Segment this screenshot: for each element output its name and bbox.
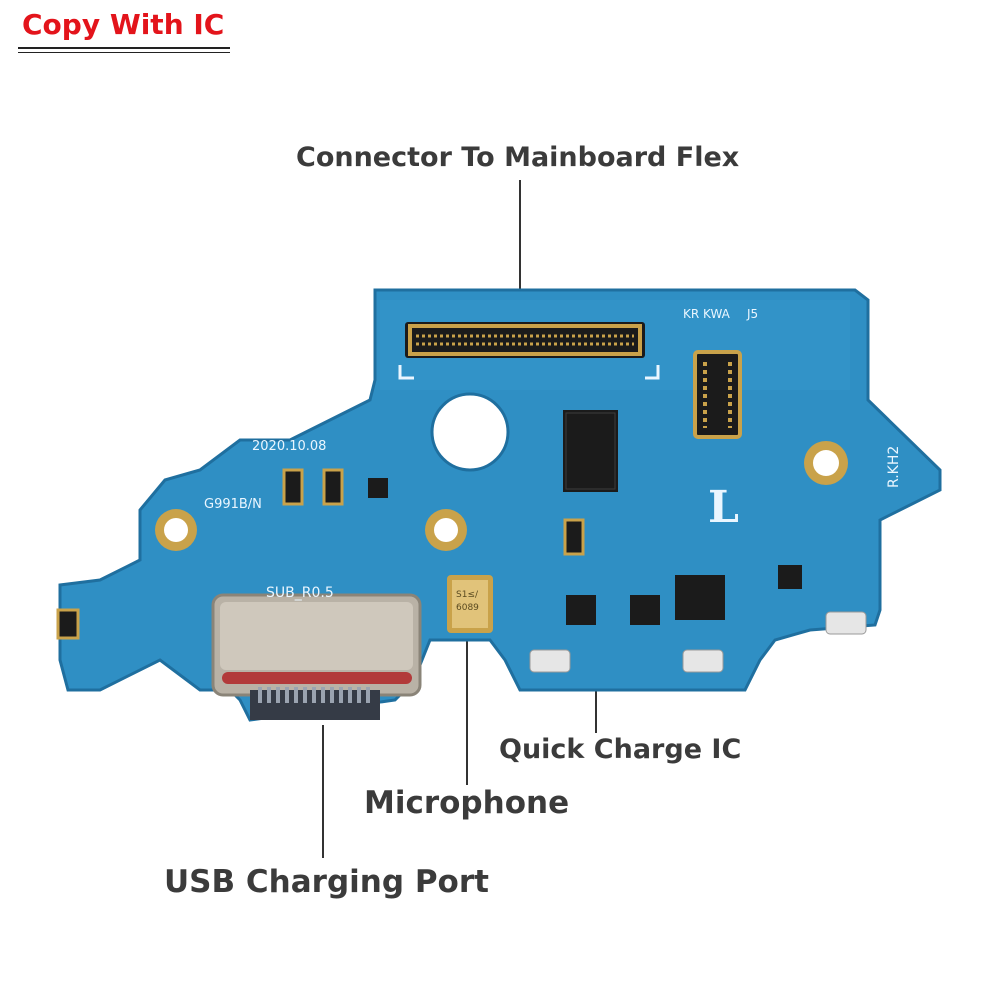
board-date-text: 2020.10.08 — [252, 439, 326, 454]
board-model-text: G991B/N — [204, 497, 262, 512]
gold-pad-1 — [282, 468, 304, 506]
badge-underline — [18, 47, 230, 49]
microphone-callout: Microphone — [364, 785, 570, 821]
ic-chip-small-1 — [566, 595, 596, 625]
copy-with-ic-badge: Copy With IC — [18, 8, 230, 53]
ic-chip-small-3 — [778, 565, 802, 589]
button-pad-3 — [825, 611, 867, 635]
mic-code-1: S1≤/ — [456, 590, 479, 600]
gold-pad-2 — [322, 468, 344, 506]
board-j5-text: J5 — [746, 307, 758, 321]
badge-underline-thin — [18, 52, 230, 53]
button-pad-2 — [682, 649, 724, 673]
button-pad-1 — [529, 649, 571, 673]
board-letter-l: L — [708, 482, 739, 533]
usb-port-callout: USB Charging Port — [164, 864, 489, 900]
quick-charge-callout: Quick Charge IC — [499, 734, 742, 765]
usb-c-port-top — [220, 602, 413, 670]
quick-charge-ic-chip — [563, 410, 618, 492]
mainboard-connector — [405, 322, 645, 358]
mounting-hole-right — [813, 450, 839, 476]
board-kr-text: KR KWA — [683, 307, 731, 321]
connector-gold-frame — [408, 324, 642, 356]
mounting-hole-center — [430, 392, 510, 472]
board-sub-text: SUB_R0.5 — [266, 585, 334, 601]
ic-chip-small-2 — [630, 595, 660, 625]
board-rev-text: R.KH2 — [886, 446, 902, 488]
ic-chip-small-4 — [368, 478, 388, 498]
edge-pad-left — [56, 608, 80, 640]
usb-c-red-gasket — [222, 672, 412, 684]
silkscreen-corner-left — [398, 365, 414, 380]
connector-callout: Connector To Mainboard Flex — [296, 142, 740, 173]
silkscreen-corner-right — [645, 365, 660, 380]
mounting-hole-left — [164, 518, 188, 542]
badge-label: Copy With IC — [22, 8, 225, 41]
mounting-hole-mid — [434, 518, 458, 542]
gold-pad-3 — [563, 518, 585, 556]
connector-pins — [416, 334, 634, 346]
mic-code-2: 6089 — [456, 603, 479, 613]
ic-chip-right — [675, 575, 725, 620]
side-connector — [693, 350, 742, 439]
